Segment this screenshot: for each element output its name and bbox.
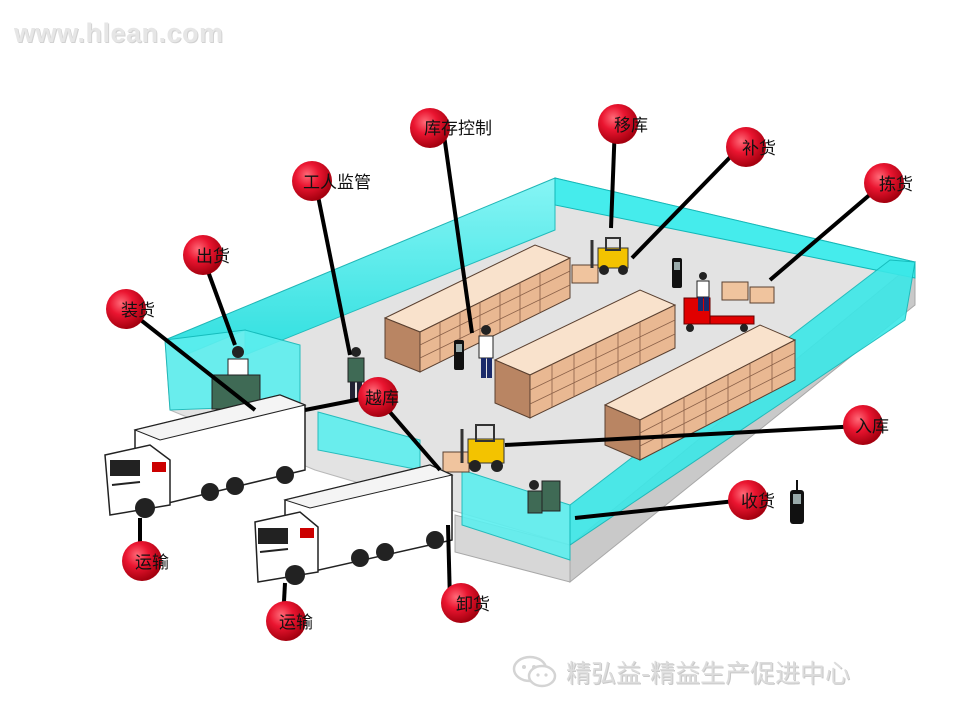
box-stack-3 bbox=[603, 324, 797, 461]
box-stack-2 bbox=[493, 289, 677, 419]
callout-yunshu-2: 运输 bbox=[266, 601, 313, 641]
connector-buhuo bbox=[630, 145, 742, 260]
truck-icon bbox=[254, 464, 454, 585]
wechat-icon bbox=[512, 655, 557, 688]
site-watermark: www.hlean.com bbox=[14, 18, 224, 48]
connector-zhuanghuo bbox=[126, 308, 257, 412]
callout-ruku: 入库 bbox=[843, 405, 889, 445]
loose-box bbox=[749, 286, 775, 304]
wechat-watermark-text: 精弘益-精益生产促进中心 bbox=[566, 659, 851, 688]
label-jianhuo: 拣货 bbox=[879, 175, 913, 195]
loose-box bbox=[571, 264, 599, 284]
wall-back-right bbox=[554, 177, 916, 279]
pallet-jack-icon bbox=[683, 297, 755, 332]
label-chuhuo: 出货 bbox=[196, 247, 230, 267]
handheld-scanner-icon bbox=[790, 480, 804, 524]
callout-yueku: 越库 bbox=[358, 377, 399, 417]
callout-zhuanghuo: 装货 bbox=[106, 289, 155, 329]
connector-jianhuo bbox=[768, 184, 882, 282]
label-kucun-kongzhi: 库存控制 bbox=[424, 119, 492, 139]
wechat-watermark: 精弘益-精益生产促进中心 bbox=[512, 652, 932, 692]
label-buhuo: 补货 bbox=[742, 139, 776, 159]
loose-box bbox=[442, 451, 470, 473]
callout-jianhuo: 拣货 bbox=[864, 163, 913, 203]
callout-xiehuo: 卸货 bbox=[441, 583, 490, 623]
label-yueku: 越库 bbox=[365, 389, 399, 409]
truck-icon bbox=[104, 394, 307, 518]
worker-icon bbox=[478, 325, 494, 378]
callout-chuhuo: 出货 bbox=[183, 235, 230, 275]
callout-kucun-kongzhi: 库存控制 bbox=[410, 108, 492, 148]
forklift-icon bbox=[460, 424, 505, 472]
worker-icon bbox=[696, 272, 710, 311]
handheld-scanner-icon bbox=[672, 258, 682, 288]
forklift-icon bbox=[590, 237, 629, 275]
worker-icon bbox=[527, 480, 561, 514]
label-yiku: 移库 bbox=[614, 116, 648, 136]
connector-kucun bbox=[441, 127, 474, 334]
callout-gongren-jianguan: 工人监管 bbox=[292, 161, 371, 201]
callout-yunshu-1: 运输 bbox=[122, 541, 169, 581]
label-xiehuo: 卸货 bbox=[456, 595, 490, 615]
callout-buhuo: 补货 bbox=[726, 127, 776, 167]
connector-gongren bbox=[313, 180, 352, 356]
label-yunshu-2: 运输 bbox=[279, 613, 313, 633]
label-ruku: 入库 bbox=[855, 417, 889, 437]
connector-ruku bbox=[504, 424, 861, 447]
handheld-scanner-icon bbox=[454, 340, 464, 370]
callout-shouhuo: 收货 bbox=[728, 480, 775, 520]
label-zhuanghuo: 装货 bbox=[121, 301, 155, 321]
label-yunshu-1: 运输 bbox=[135, 553, 169, 573]
label-gongren-jianguan: 工人监管 bbox=[303, 173, 371, 193]
callout-yiku: 移库 bbox=[598, 104, 648, 144]
loose-box bbox=[721, 281, 749, 301]
label-shouhuo: 收货 bbox=[741, 492, 775, 512]
connector-shouhuo bbox=[574, 498, 746, 520]
